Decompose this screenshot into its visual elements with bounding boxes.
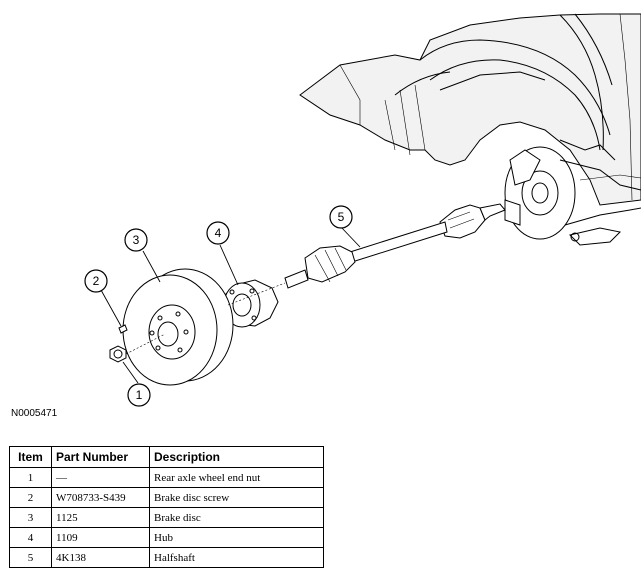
cell-description: Halfshaft [149, 547, 324, 568]
table-header-row: Item Part Number Description [9, 446, 324, 468]
header-item: Item [9, 446, 52, 468]
cell-item: 1 [9, 467, 52, 488]
table-row: 4 1109 Hub [9, 527, 324, 548]
cell-item: 2 [9, 487, 52, 508]
brake-disc-screw [118, 324, 128, 334]
svg-text:2: 2 [93, 274, 100, 288]
vehicle-body-wheelhouse [299, 13, 641, 206]
cell-part-number: 4K138 [51, 547, 150, 568]
table-row: 2 W708733-S439 Brake disc screw [9, 487, 324, 508]
cell-part-number: — [51, 467, 150, 488]
table-row: 3 1125 Brake disc [9, 507, 324, 528]
svg-text:4: 4 [215, 226, 222, 240]
header-part-number: Part Number [51, 446, 150, 468]
header-description: Description [149, 446, 324, 468]
wheel-end-nut [109, 345, 127, 363]
exploded-view-diagram: 1 2 3 4 5 N0005471 [11, 13, 641, 419]
table-row: 1 — Rear axle wheel end nut [9, 467, 324, 488]
callout-2: 2 [84, 269, 108, 293]
cell-item: 3 [9, 507, 52, 528]
parts-table: Item Part Number Description 1 — Rear ax… [9, 446, 324, 568]
cell-description: Rear axle wheel end nut [149, 467, 324, 488]
svg-text:3: 3 [133, 233, 140, 247]
cell-item: 5 [9, 547, 52, 568]
svg-text:1: 1 [136, 388, 143, 402]
callout-5: 5 [329, 205, 353, 229]
cell-description: Brake disc screw [149, 487, 324, 508]
knuckle-assembly [504, 139, 641, 246]
cell-description: Brake disc [149, 507, 324, 528]
callout-1: 1 [127, 383, 151, 407]
cell-part-number: 1109 [51, 527, 150, 548]
halfshaft [284, 203, 506, 289]
brake-disc [122, 268, 234, 386]
svg-text:5: 5 [338, 210, 345, 224]
figure-id-label: N0005471 [11, 408, 58, 419]
cell-part-number: W708733-S439 [51, 487, 150, 508]
cell-description: Hub [149, 527, 324, 548]
cell-item: 4 [9, 527, 52, 548]
callout-3: 3 [124, 228, 148, 252]
cell-part-number: 1125 [51, 507, 150, 528]
table-row: 5 4K138 Halfshaft [9, 547, 324, 568]
leader-lines [100, 226, 361, 384]
callout-4: 4 [206, 221, 230, 245]
